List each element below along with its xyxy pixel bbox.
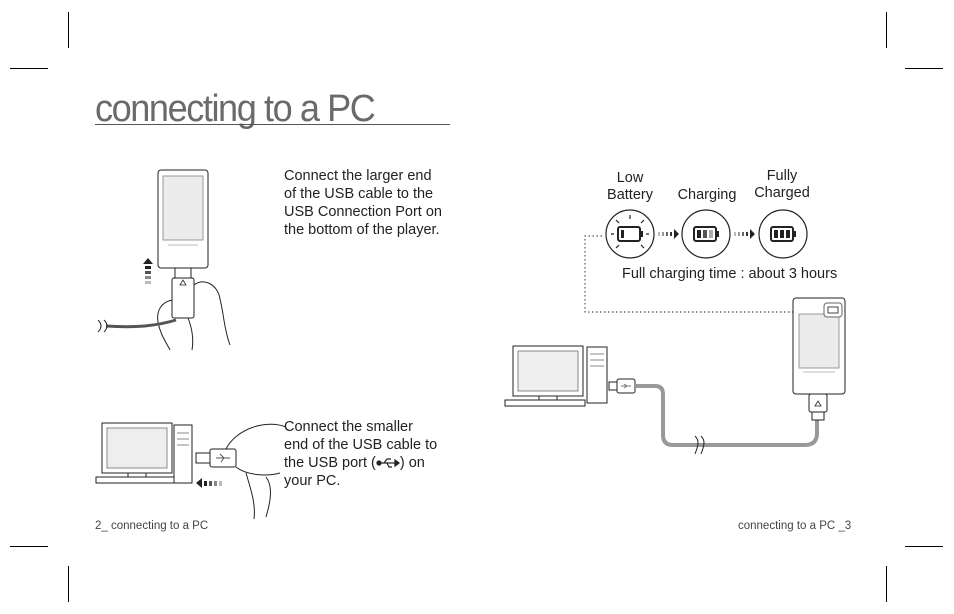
usb-symbol-icon (376, 458, 400, 468)
arrow-right-icon (658, 229, 679, 239)
step1-instruction: Connect the larger end of the USB cable … (284, 167, 464, 239)
step2-line: the USB port () on (284, 455, 425, 471)
battery-charging-icon (681, 209, 731, 259)
keyboard (504, 399, 586, 407)
pc-tower (586, 346, 608, 404)
step2-line: end of the USB cable to (284, 437, 438, 453)
battery-states-row (605, 209, 808, 259)
crop-mark (886, 12, 887, 48)
crop-mark (10, 68, 48, 69)
step2-instruction: Connect the smaller end of the USB cable… (284, 418, 464, 490)
battery-full-icon (758, 209, 808, 259)
footer-left: 2_ connecting to a PC (95, 520, 209, 532)
footer-right: connecting to a PC _3 (738, 520, 852, 532)
step2-line: Connect the smaller (284, 419, 413, 435)
arrow-up-icon (143, 258, 153, 284)
battery-state-label-full: Fully Charged (754, 168, 810, 201)
arrow-right-icon (734, 229, 755, 239)
step1-line: Connect the larger end (284, 168, 432, 184)
crop-mark (68, 566, 69, 602)
arrow-left-icon (196, 478, 222, 488)
crop-mark (905, 546, 943, 547)
charging-time-note: Full charging time : about 3 hours (622, 266, 838, 282)
step2-line: your PC. (284, 473, 341, 489)
battery-state-label-low: Low Battery (607, 170, 653, 203)
charging-diagram (504, 235, 846, 455)
step1-line: the bottom of the player. (284, 222, 440, 238)
pc-tower (173, 424, 193, 484)
battery-state-label-charging: Charging (677, 187, 737, 203)
pc-connect-illustration (95, 422, 287, 520)
crop-mark (10, 546, 48, 547)
battery-low-icon (605, 209, 655, 259)
crop-mark (905, 68, 943, 69)
player-connect-illustration (97, 169, 231, 351)
usb-symbol-icon (216, 453, 230, 463)
step1-line: of the USB cable to the (284, 186, 434, 202)
step1-line: USB Connection Port on (284, 204, 442, 220)
page-title: connecting to a PC (95, 88, 376, 130)
crop-mark (68, 12, 69, 48)
keyboard (95, 476, 177, 484)
title-underline (95, 124, 450, 125)
crop-mark (886, 566, 887, 602)
